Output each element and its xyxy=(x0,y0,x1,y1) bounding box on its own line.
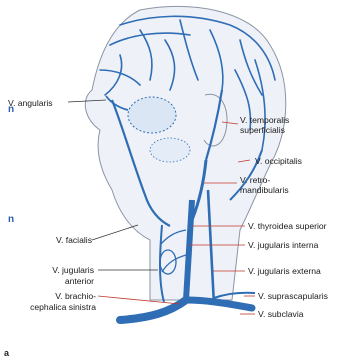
label-jugularis-anterior-1: V. jugularis xyxy=(34,265,94,275)
label-jugularis-anterior-2: anterior xyxy=(34,276,94,286)
subclavia-vein xyxy=(186,300,252,308)
label-occipitalis: V. occipitalis xyxy=(255,156,302,166)
label-temporalis-1: V. temporalis xyxy=(240,115,289,125)
label-brachiocephalica-2: cephalica sinistra xyxy=(2,302,96,312)
panel-letter: a xyxy=(4,348,9,358)
brachiocephalica-vein xyxy=(120,300,186,320)
label-angularis: V. angularis xyxy=(8,98,53,108)
margin-mark-2: n xyxy=(8,214,14,225)
orbit-plexus xyxy=(128,97,176,133)
label-retromandibularis-2: mandibularis xyxy=(240,185,289,195)
pterygoid-plexus xyxy=(150,138,190,162)
label-jugularis-externa: V. jugularis externa xyxy=(248,266,321,276)
label-temporalis-2: superficialis xyxy=(240,125,285,135)
label-jugularis-interna: V. jugularis interna xyxy=(248,240,318,250)
label-subclavia: V. subclavia xyxy=(258,309,304,319)
label-retromandibularis-1: V. retro- xyxy=(240,175,270,185)
label-facialis: V. facialis xyxy=(56,235,92,245)
label-brachiocephalica-1: V. brachio- xyxy=(16,291,96,301)
label-thyroidea-superior: V. thyroidea superior xyxy=(248,221,327,231)
label-suprascapularis: V. suprascapularis xyxy=(258,291,328,301)
